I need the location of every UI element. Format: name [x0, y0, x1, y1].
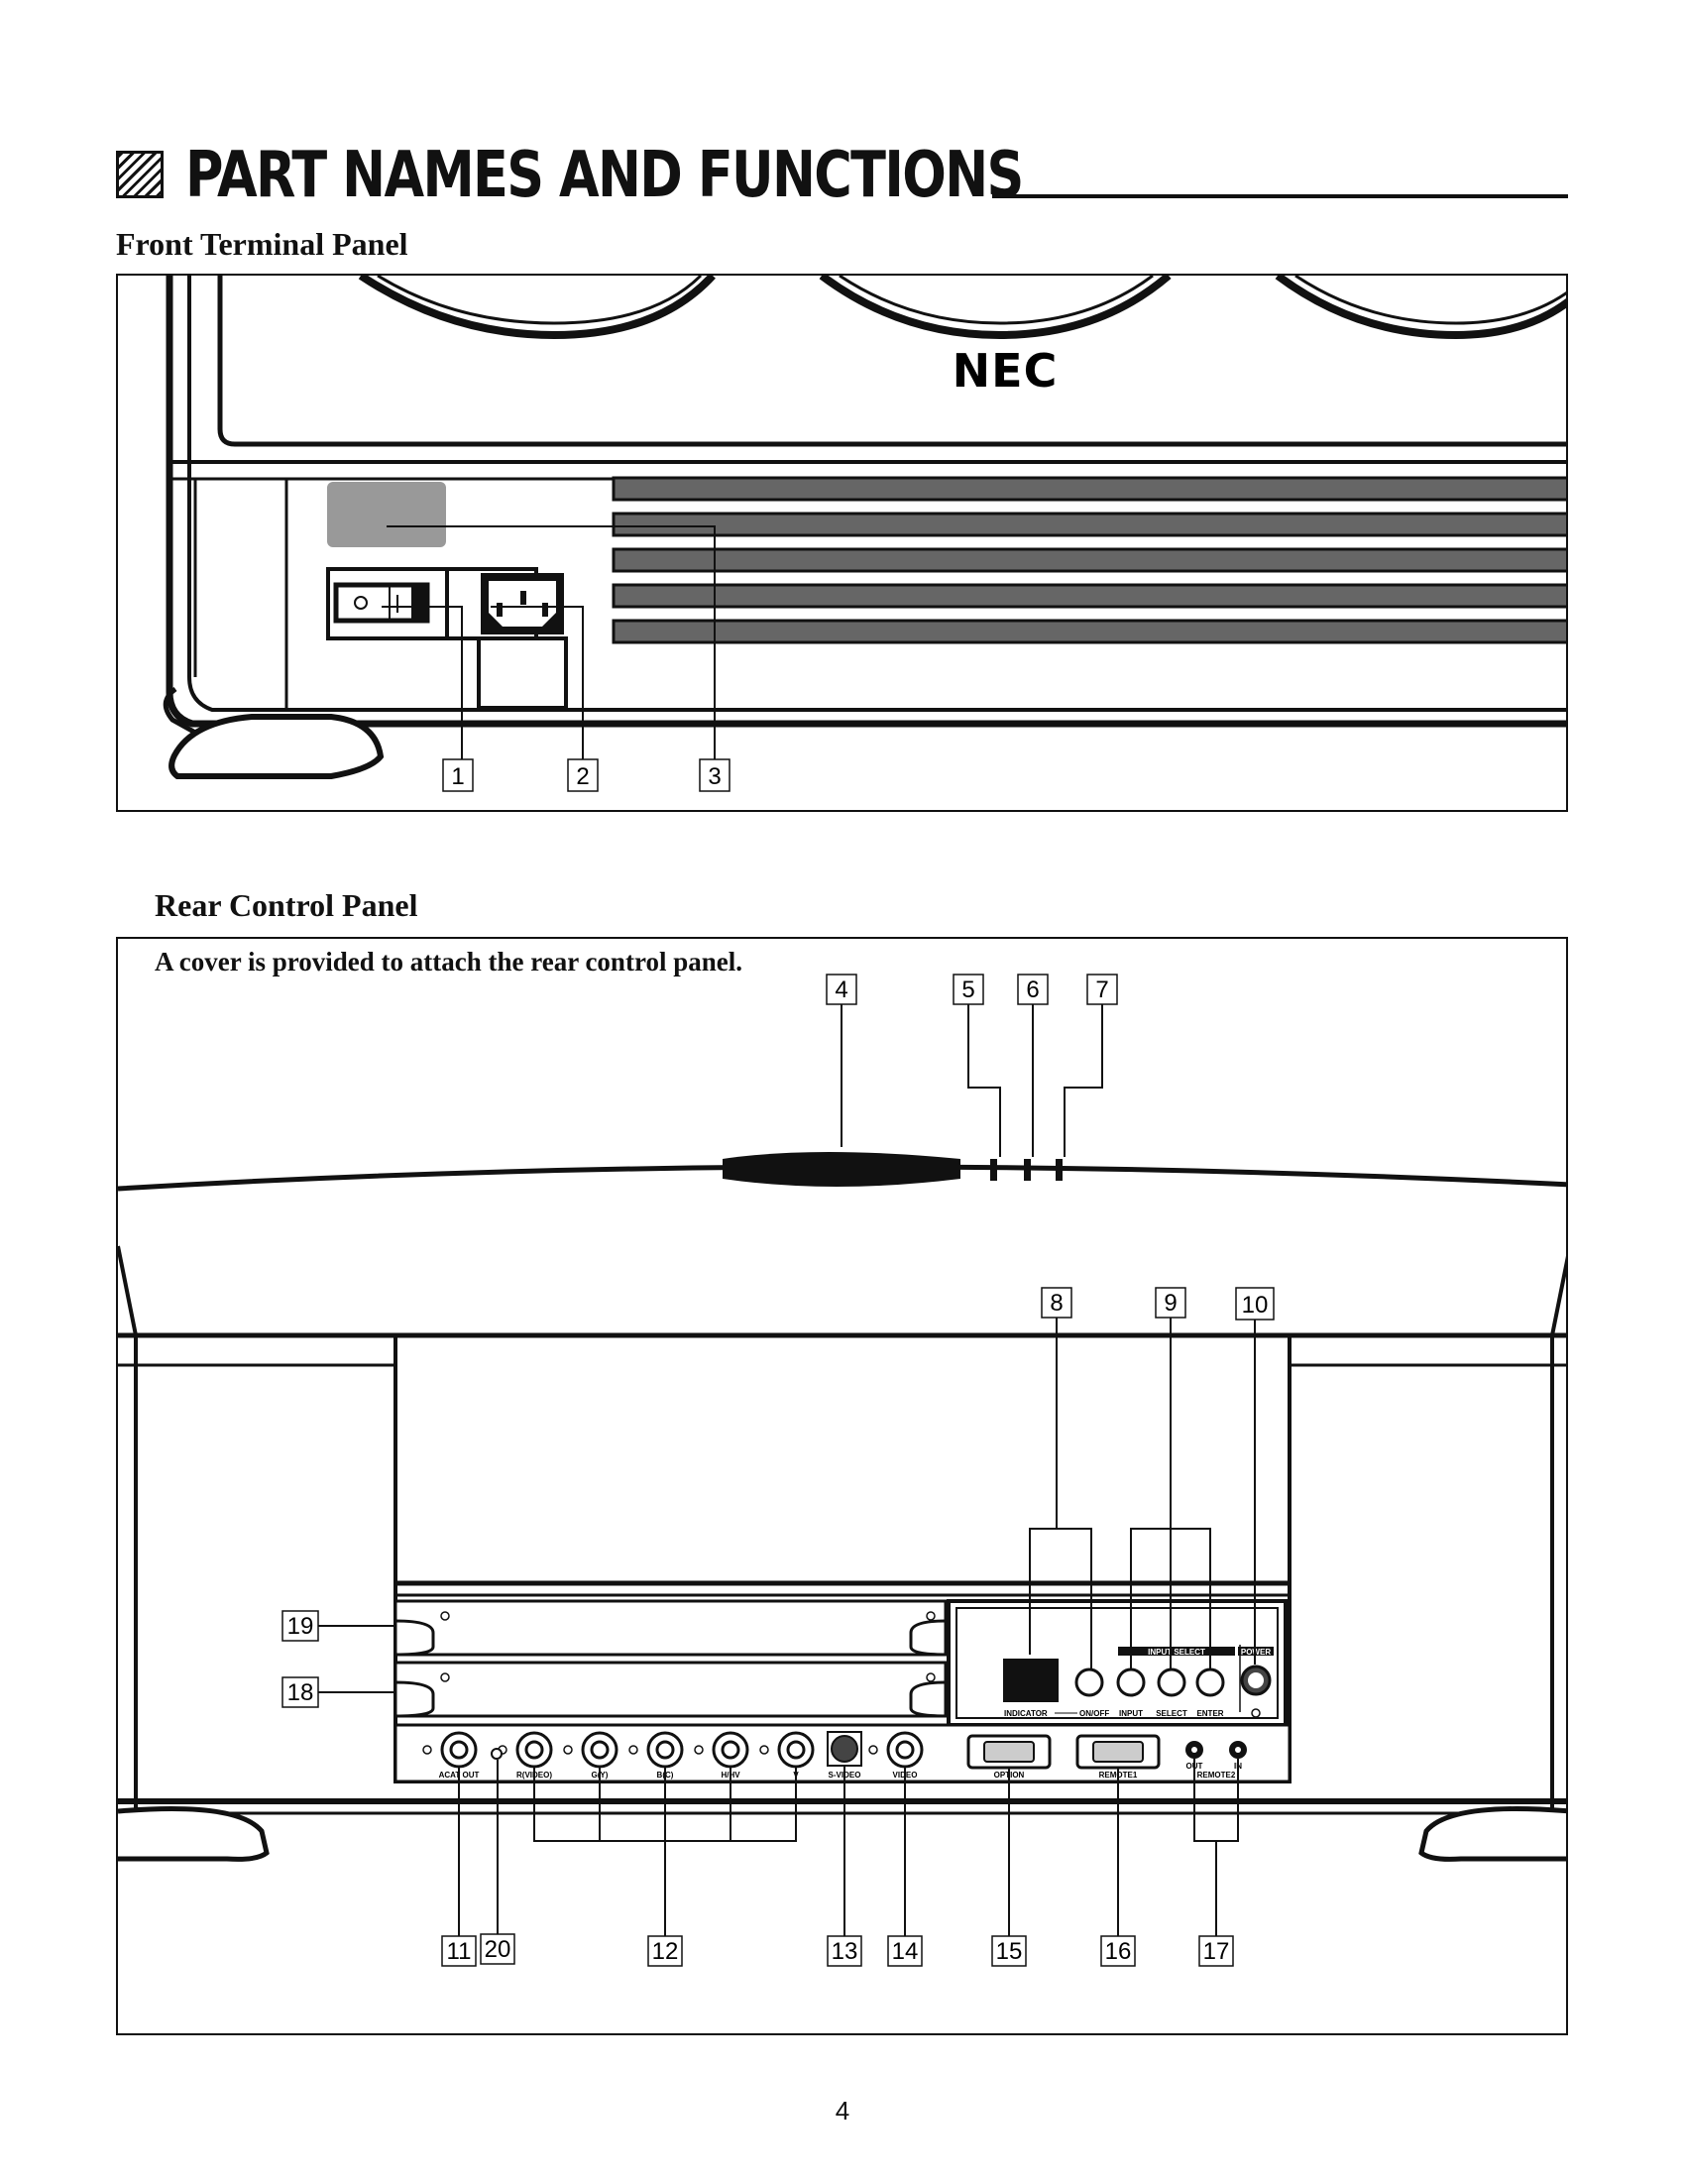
- page-header: PART NAMES AND FUNCTIONS: [116, 137, 1568, 212]
- select-label: SELECT: [1156, 1709, 1187, 1718]
- enter-label: ENTER: [1196, 1709, 1223, 1718]
- svg-text:20: 20: [485, 1936, 511, 1963]
- input-label: INPUT: [1119, 1709, 1143, 1718]
- svg-text:3: 3: [708, 763, 721, 790]
- svg-text:9: 9: [1164, 1290, 1177, 1317]
- callout-3: 3: [699, 758, 730, 792]
- callout-14: 14: [887, 1935, 923, 1967]
- front-panel-heading: Front Terminal Panel: [116, 226, 408, 262]
- svg-text:13: 13: [832, 1938, 858, 1965]
- callout-12: 12: [647, 1935, 683, 1967]
- rating-label-plate: [327, 482, 446, 547]
- svg-text:18: 18: [287, 1679, 314, 1706]
- on-off-label: ON/OFF: [1079, 1709, 1109, 1718]
- callout-9: 9: [1155, 1287, 1186, 1319]
- callout-2: 2: [567, 758, 599, 792]
- power-symbol-icon: [1251, 1708, 1261, 1718]
- svg-text:5: 5: [961, 977, 974, 1003]
- select-button[interactable]: [1157, 1667, 1186, 1697]
- callout-5: 5: [953, 974, 984, 1005]
- enter-button[interactable]: [1195, 1667, 1225, 1697]
- vent-slots: [612, 476, 1566, 644]
- svg-text:4: 4: [835, 977, 847, 1003]
- indicator-sensor: [1003, 1659, 1059, 1702]
- svg-text:2: 2: [576, 763, 589, 790]
- svg-text:11: 11: [447, 1938, 472, 1965]
- svg-text:10: 10: [1242, 1292, 1269, 1319]
- input-select-label: INPUT SELECT: [1148, 1648, 1205, 1657]
- hatch-icon: [116, 151, 164, 198]
- svg-text:12: 12: [652, 1938, 679, 1965]
- callout-10: 10: [1235, 1287, 1275, 1321]
- svg-text:1: 1: [451, 763, 464, 790]
- title-rule: [992, 194, 1568, 198]
- callout-11: 11: [441, 1935, 477, 1967]
- indicator-5: [990, 1159, 997, 1181]
- rear-panel-figure: A cover is provided to attach the rear c…: [116, 937, 1568, 2035]
- svg-text:15: 15: [996, 1938, 1023, 1965]
- ac-inlet[interactable]: [481, 573, 564, 634]
- front-panel-drawing: NEC 1 2 3: [163, 276, 1566, 792]
- indicator-7: [1056, 1159, 1063, 1181]
- top-indicator-bar: [723, 1152, 960, 1187]
- svg-text:REMOTE2: REMOTE2: [1197, 1771, 1236, 1780]
- rear-panel-heading: Rear Control Panel: [155, 887, 418, 923]
- front-panel-figure: NEC 1 2 3: [116, 274, 1568, 812]
- input-button[interactable]: [1116, 1667, 1146, 1697]
- rear-panel-drawing: INPUT SELECT POWER INDICATOR ON/OFF INPU…: [118, 974, 1566, 1967]
- callout-4: 4: [826, 974, 857, 1005]
- svg-text:14: 14: [892, 1938, 919, 1965]
- callout-20: 20: [480, 1933, 515, 1965]
- svg-text:7: 7: [1095, 977, 1108, 1003]
- page-number: 4: [835, 2096, 850, 2126]
- s-video-port[interactable]: [831, 1735, 858, 1763]
- callout-18: 18: [281, 1676, 319, 1708]
- page-title: PART NAMES AND FUNCTIONS: [185, 139, 1024, 212]
- indicator-on-off-button[interactable]: [1074, 1667, 1104, 1697]
- svg-text:16: 16: [1105, 1938, 1132, 1965]
- indicator-label: INDICATOR: [1004, 1709, 1048, 1718]
- callout-7: 7: [1086, 974, 1118, 1005]
- callout-6: 6: [1017, 974, 1049, 1005]
- brand-logo: NEC: [953, 344, 1059, 398]
- svg-text:6: 6: [1026, 977, 1039, 1003]
- main-power-switch[interactable]: [333, 582, 430, 624]
- callout-1: 1: [442, 758, 474, 792]
- svg-text:8: 8: [1050, 1290, 1063, 1317]
- indicator-6: [1024, 1159, 1031, 1181]
- svg-text:17: 17: [1203, 1938, 1230, 1965]
- callout-19: 19: [281, 1610, 319, 1642]
- svg-text:19: 19: [287, 1613, 314, 1640]
- callout-15: 15: [991, 1935, 1027, 1967]
- acat-indicator: [491, 1748, 503, 1760]
- callout-16: 16: [1100, 1935, 1136, 1967]
- rear-panel-note: A cover is provided to attach the rear c…: [155, 947, 742, 977]
- callout-8: 8: [1041, 1287, 1072, 1319]
- callout-13: 13: [827, 1935, 862, 1967]
- callout-17: 17: [1198, 1935, 1234, 1967]
- power-label: POWER: [1241, 1648, 1271, 1657]
